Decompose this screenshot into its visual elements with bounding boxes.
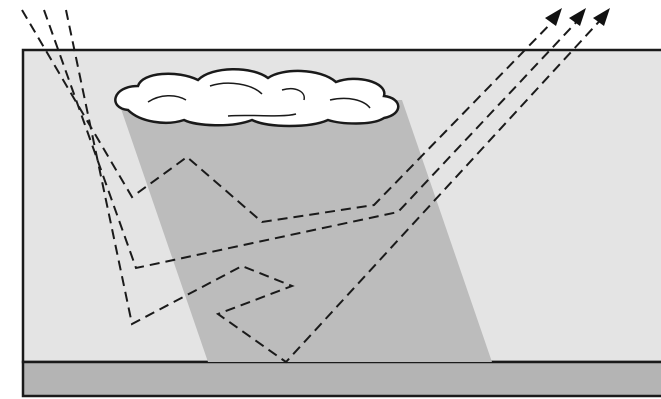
light-path-3 xyxy=(65,9,607,364)
light-path-2 xyxy=(43,9,585,270)
ground-surface xyxy=(21,360,661,398)
cloud-icon xyxy=(114,68,400,128)
light-path-1 xyxy=(21,9,561,224)
cloud-shadow-column xyxy=(118,100,492,362)
arrow-head-3 xyxy=(593,8,610,26)
arrow-head-2 xyxy=(569,8,586,26)
arrow-head-1 xyxy=(545,8,562,26)
